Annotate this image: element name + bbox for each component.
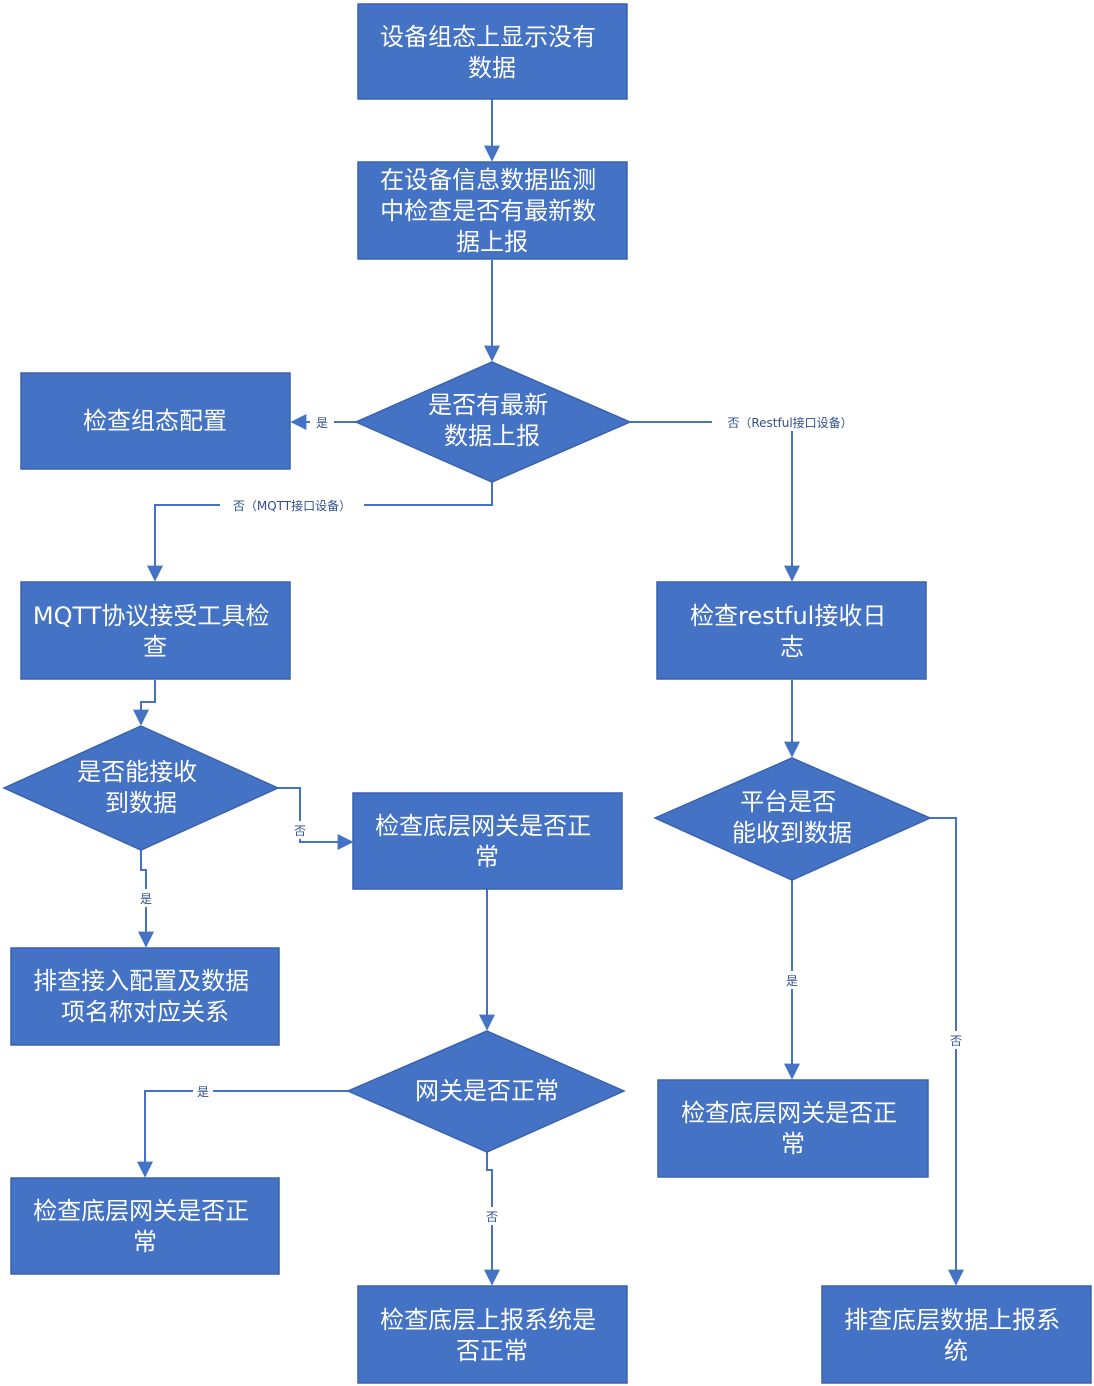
nodes: 设备组态上显示没有 数据 在设备信息数据监测 中检查是否有最新数 据上报 是否有… [2,3,1092,1384]
label-no-platform: 否 [950,1034,962,1048]
edge-receive-to-gateway1 [278,787,354,850]
node-decision-platform-line-2: 能收到数据 [732,819,852,847]
node-check-mapping-line-1: 排查接入配置及数据 [33,967,249,995]
node-decision-receive-line-1: 是否能接收 [77,758,197,786]
svg-text:是否有最新 数据上报: 是否有最新 数据上报 [428,391,556,450]
svg-text:设备组态上显示没有 数据: 设备组态上显示没有 数据 [380,23,604,82]
node-start: 设备组态上显示没有 数据 [357,3,628,100]
svg-text:检查底层网关是否正 常: 检查底层网关是否正 常 [681,1099,905,1158]
edge-decision-gateway-to-report [484,1152,500,1286]
node-decision-latest: 是否有最新 数据上报 [354,361,632,483]
label-yes-config: 是 [316,416,328,430]
node-check-mapping-line-2: 项名称对应关系 [61,998,229,1026]
node-restful-log-line-1: 检查restful接收日 [690,602,886,630]
node-check-gateway-left-line-1: 检查底层网关是否正 [33,1197,249,1225]
node-decision-platform-line-1: 平台是否 [740,788,836,816]
label-yes-platform: 是 [786,974,798,988]
node-decision-receive-line-2: 到数据 [105,789,177,817]
node-mqtt-tool: MQTT协议接受工具检 查 [20,581,291,680]
svg-text:排查底层数据上报系 统: 排查底层数据上报系 统 [844,1306,1068,1365]
edge-labels: 是 否（Restful接口设备） 否（MQTT接口设备） 否 是 是 否 是 否 [136,413,966,1225]
node-decision-latest-line-2: 数据上报 [444,422,540,450]
node-restful-log: 检查restful接收日 志 [656,581,927,680]
label-no-gateway: 否 [486,1210,498,1224]
node-check-monitor: 在设备信息数据监测 中检查是否有最新数 据上报 [357,161,628,260]
node-check-monitor-line-1: 在设备信息数据监测 [380,166,596,194]
node-decision-gateway: 网关是否正常 [346,1030,626,1153]
label-no-restful: 否（Restful接口设备） [727,415,852,430]
edge-receive-to-mapping [138,850,154,948]
edge-decision-to-restful [630,421,800,582]
node-check-monitor-line-3: 据上报 [456,228,528,256]
node-check-report-system-line-2: 否正常 [456,1337,528,1365]
node-check-gateway-left: 检查底层网关是否正 常 [10,1177,280,1275]
svg-text:检查restful接收日 志: 检查restful接收日 志 [690,602,894,661]
node-check-gateway-1-line-2: 常 [475,843,499,871]
node-check-config: 检查组态配置 [20,372,291,470]
node-check-monitor-line-2: 中检查是否有最新数 [380,197,596,225]
edge-decision-gateway-to-left [137,1090,348,1178]
node-check-report-system-line-1: 检查底层上报系统是 [380,1306,596,1334]
svg-text:MQTT协议接受工具检 查: MQTT协议接受工具检 查 [33,602,277,661]
node-check-data-report: 排查底层数据上报系 统 [821,1285,1092,1384]
svg-text:检查底层上报系统是 否正常: 检查底层上报系统是 否正常 [380,1306,604,1365]
node-check-gateway-right-line-2: 常 [781,1130,805,1158]
svg-text:在设备信息数据监测 中检查是否有最新数: 在设备信息数据监测 中检查是否有最新数 据上报 [380,166,604,256]
label-yes-receive: 是 [140,892,152,906]
node-mqtt-tool-line-2: 查 [143,633,167,661]
node-check-gateway-right-line-1: 检查底层网关是否正 [681,1099,897,1127]
node-decision-receive: 是否能接收 到数据 [2,725,280,851]
edge-platform-to-data-report [930,817,964,1286]
node-mqtt-tool-line-1: MQTT协议接受工具检 [33,602,270,630]
node-decision-latest-line-1: 是否有最新 [428,391,548,419]
label-no-receive: 否 [294,824,306,838]
node-start-line-2: 数据 [468,54,516,82]
node-decision-platform: 平台是否 能收到数据 [653,757,932,881]
svg-text:检查底层网关是否正 常: 检查底层网关是否正 常 [375,812,599,871]
node-decision-gateway-line-1: 网关是否正常 [415,1077,559,1105]
node-start-line-1: 设备组态上显示没有 [380,23,596,51]
node-check-gateway-1: 检查底层网关是否正 常 [352,792,623,890]
node-check-data-report-line-1: 排查底层数据上报系 [844,1306,1060,1334]
node-check-data-report-line-2: 统 [944,1337,968,1365]
svg-text:是否能接收 到数据: 是否能接收 到数据 [77,758,205,817]
svg-text:检查组态配置: 检查组态配置 [83,407,227,435]
node-check-gateway-1-line-1: 检查底层网关是否正 [375,812,591,840]
svg-text:平台是否 能收到数据: 平台是否 能收到数据 [732,788,852,847]
node-check-report-system: 检查底层上报系统是 否正常 [357,1285,628,1384]
label-yes-gateway: 是 [197,1085,209,1099]
node-check-gateway-right: 检查底层网关是否正 常 [657,1079,929,1178]
edge-mqtt-to-receive [133,680,156,726]
node-restful-log-line-2: 志 [780,633,804,661]
svg-text:排查接入配置及数据 项名称对应关系: 排查接入配置及数据 项名称对应关系 [33,967,257,1026]
svg-text:检查底层网关是否正 常: 检查底层网关是否正 常 [33,1197,257,1256]
label-no-mqtt: 否（MQTT接口设备） [233,498,351,513]
svg-text:网关是否正常: 网关是否正常 [415,1077,559,1105]
node-check-config-line-1: 检查组态配置 [83,407,227,435]
node-check-gateway-left-line-2: 常 [133,1228,157,1256]
node-check-mapping: 排查接入配置及数据 项名称对应关系 [10,947,280,1046]
